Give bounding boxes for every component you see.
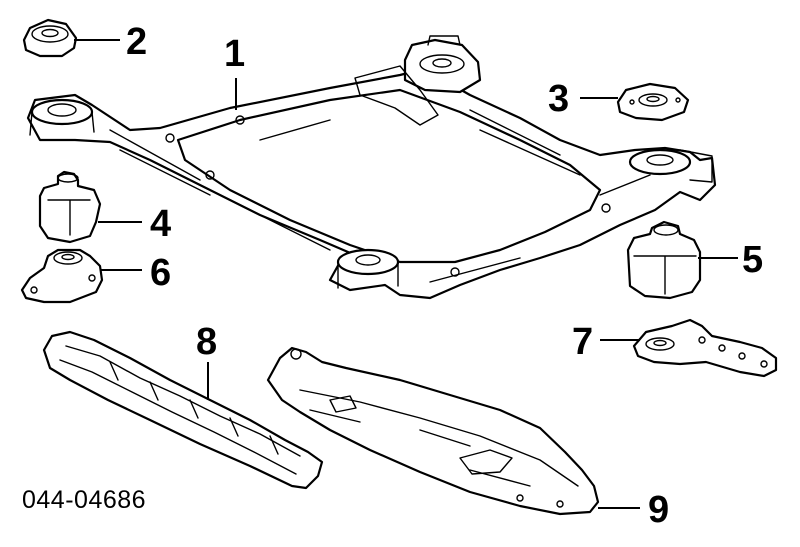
callout-5: 5 bbox=[742, 239, 763, 281]
callout-2: 2 bbox=[126, 21, 147, 63]
bushing-part-5[interactable] bbox=[626, 220, 702, 300]
callout-4: 4 bbox=[150, 203, 171, 245]
bracket-part-7[interactable] bbox=[632, 318, 778, 378]
splash-shield-part-8[interactable] bbox=[42, 330, 324, 490]
callout-7: 7 bbox=[572, 321, 593, 363]
bushing-part-2[interactable] bbox=[22, 18, 78, 58]
callout-8: 8 bbox=[196, 321, 217, 363]
leader-lines bbox=[74, 39, 738, 509]
callout-3: 3 bbox=[548, 78, 569, 120]
callout-6: 6 bbox=[150, 252, 171, 294]
bushing-part-4[interactable] bbox=[38, 170, 102, 244]
callout-1: 1 bbox=[224, 33, 245, 75]
subframe-part-1[interactable] bbox=[26, 35, 717, 300]
part-code: 044-04686 bbox=[22, 486, 146, 514]
mount-part-6[interactable] bbox=[20, 248, 104, 304]
under-cover-part-9[interactable] bbox=[266, 346, 600, 516]
callout-9: 9 bbox=[648, 489, 669, 531]
mount-plate-part-3[interactable] bbox=[616, 82, 690, 122]
